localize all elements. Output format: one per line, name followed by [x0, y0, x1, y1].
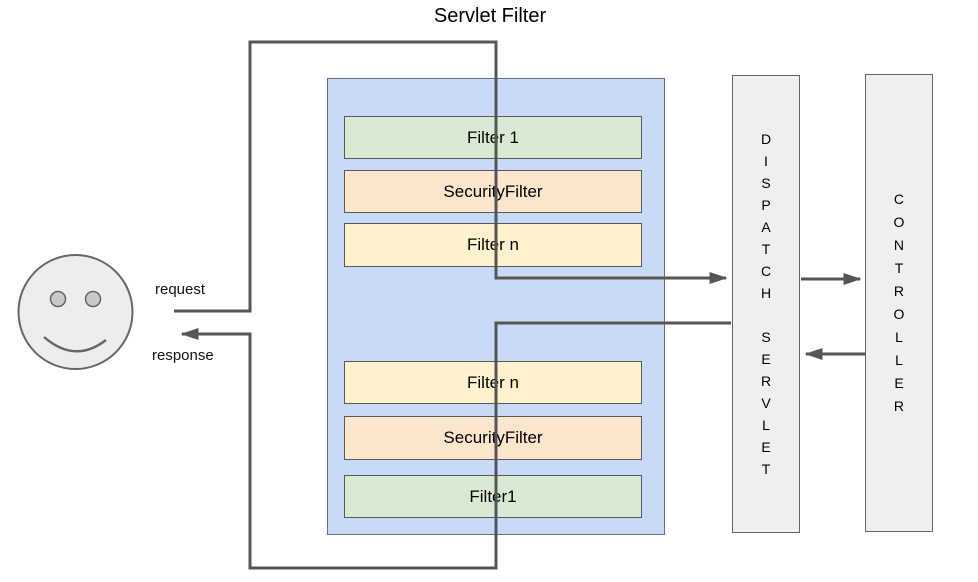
user-smiley-icon: [17, 254, 134, 370]
dispatch-servlet-box: D I S P A T C H S E R V L E T: [732, 75, 800, 533]
filter-box-request-n: Filter n: [344, 223, 642, 267]
dispatch-servlet-label: D I S P A T C H S E R V L E T: [760, 131, 772, 477]
diagram-title: Servlet Filter: [433, 5, 547, 27]
response-label: response: [152, 347, 214, 364]
filter-box-response-n: Filter n: [344, 361, 642, 404]
controller-box: C O N T R O L L E R: [865, 74, 933, 532]
filter-box-response-1: Filter1: [344, 475, 642, 518]
request-label: request: [155, 281, 206, 298]
filter-box-request-security: SecurityFilter: [344, 170, 642, 213]
filter-box-response-security: SecurityFilter: [344, 416, 642, 460]
controller-label: C O N T R O L L E R: [893, 191, 905, 414]
filter-box-request-1: Filter 1: [344, 116, 642, 159]
